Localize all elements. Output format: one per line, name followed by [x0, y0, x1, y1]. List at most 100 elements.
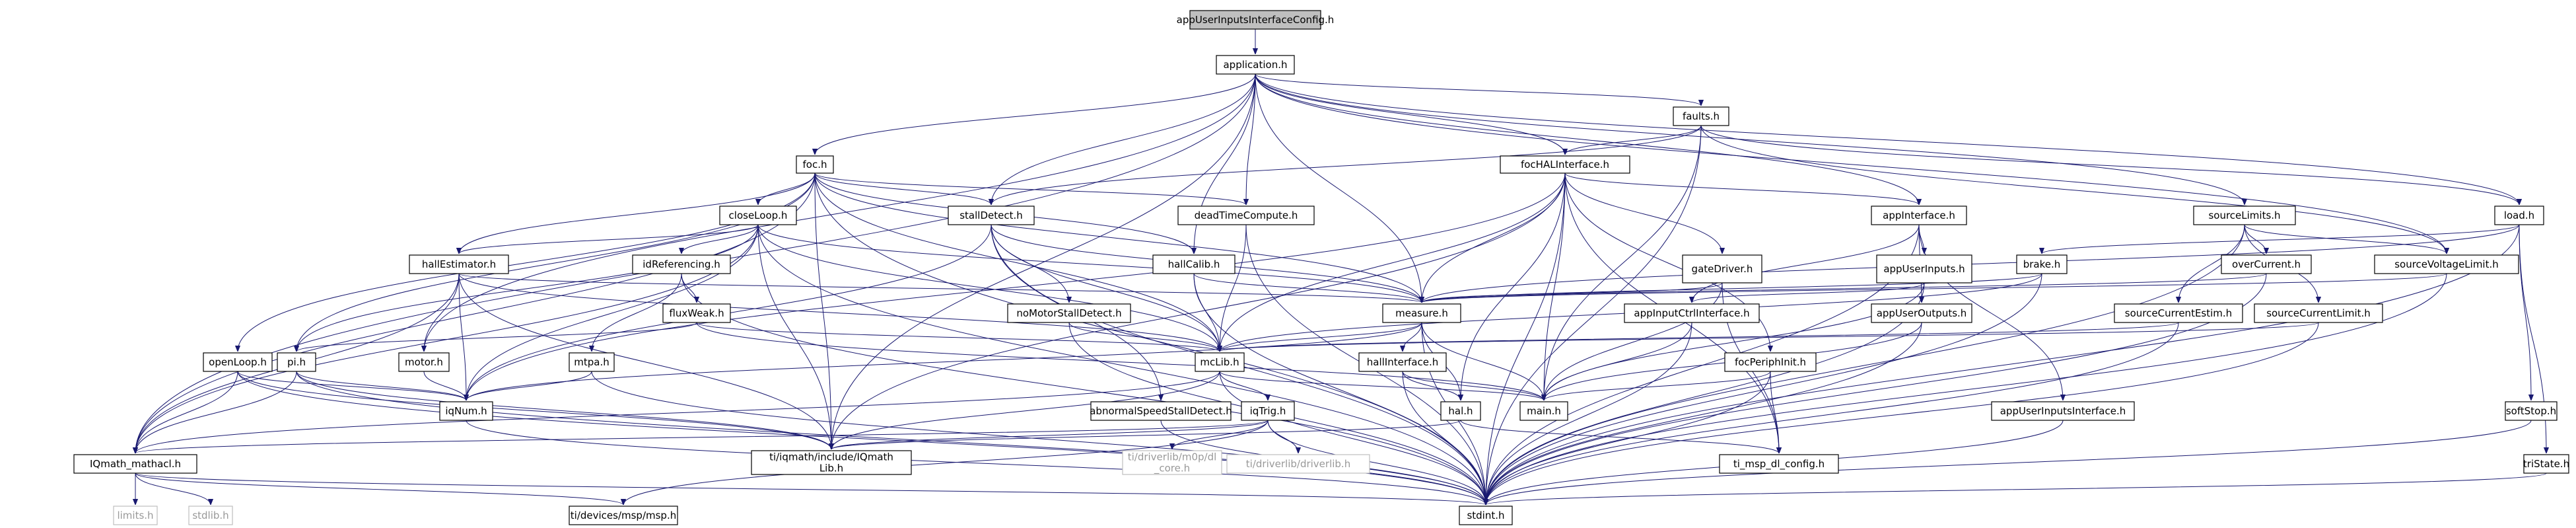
node-box-iqTrig[interactable]	[1241, 401, 1295, 421]
node-appInterface[interactable]: appInterface.h	[1871, 206, 1967, 225]
node-box-deadTime[interactable]	[1177, 206, 1315, 225]
node-stdint[interactable]: stdint.h	[1459, 506, 1513, 525]
node-root[interactable]: appUserInputsInterfaceConfig.h	[1177, 10, 1335, 30]
node-box-brake[interactable]	[2016, 254, 2068, 274]
node-sourceCurrentLimit[interactable]: sourceCurrentLimit.h	[2254, 303, 2383, 323]
node-motor[interactable]: motor.h	[398, 352, 450, 372]
node-box-sourceCurrentEstim[interactable]	[2114, 303, 2243, 323]
node-box-appInputCtrl[interactable]	[1624, 303, 1760, 323]
node-box-application[interactable]	[1216, 55, 1295, 75]
node-box-stdint[interactable]	[1459, 506, 1513, 525]
node-idRef[interactable]: idReferencing.h	[632, 254, 731, 274]
node-box-noMotorStall[interactable]	[1007, 303, 1131, 323]
node-mtpa[interactable]: mtpa.h	[569, 352, 615, 372]
node-foc[interactable]: foc.h	[796, 155, 834, 174]
node-box-closeLoop[interactable]	[719, 206, 797, 225]
node-triState[interactable]: triState.h	[2523, 454, 2569, 474]
node-box-openLoop[interactable]	[203, 352, 273, 372]
node-box-main[interactable]	[1519, 401, 1568, 421]
node-box-hallInterface[interactable]	[1358, 352, 1447, 372]
node-openLoop[interactable]: openLoop.h	[203, 352, 273, 372]
node-box-hallCalib[interactable]	[1152, 254, 1236, 274]
node-overCurrent[interactable]: overCurrent.h	[2221, 254, 2312, 274]
node-box-faults[interactable]	[1673, 106, 1729, 126]
node-box-limits[interactable]	[113, 506, 158, 525]
node-stdlib[interactable]: stdlib.h	[188, 506, 233, 525]
node-box-mcLib[interactable]	[1195, 352, 1245, 372]
node-hal[interactable]: hal.h	[1440, 401, 1481, 421]
node-faults[interactable]: faults.h	[1673, 106, 1729, 126]
node-main[interactable]: main.h	[1519, 401, 1568, 421]
node-box-driverlibMspdl[interactable]	[1122, 450, 1222, 475]
node-box-appUserInputs[interactable]	[1876, 254, 1972, 283]
node-box-mtpa[interactable]	[569, 352, 615, 372]
node-box-foc[interactable]	[796, 155, 834, 174]
node-sourceVoltageLimit[interactable]: sourceVoltageLimit.h	[2374, 254, 2519, 274]
node-iqTrig[interactable]: iqTrig.h	[1241, 401, 1295, 421]
node-appUserInputsInterface[interactable]: appUserInputsInterface.h	[1991, 401, 2135, 421]
node-box-overCurrent[interactable]	[2221, 254, 2312, 274]
node-box-stdlib[interactable]	[188, 506, 233, 525]
node-box-hallEstimator[interactable]	[409, 254, 509, 274]
node-box-pi[interactable]	[277, 352, 316, 372]
node-box-sourceCurrentLimit[interactable]	[2254, 303, 2383, 323]
node-brake[interactable]: brake.h	[2016, 254, 2068, 274]
node-hallInterface[interactable]: hallInterface.h	[1358, 352, 1447, 372]
node-hallEstimator[interactable]: hallEstimator.h	[409, 254, 509, 274]
node-box-tiDevices[interactable]	[569, 506, 678, 525]
node-IQmath[interactable]: IQmath_mathacl.h	[73, 454, 197, 474]
node-box-root[interactable]	[1189, 10, 1321, 30]
node-driverlibMspdl[interactable]: ti/driverlib/m0p/dl_core.h	[1122, 450, 1222, 475]
node-sourceLimits[interactable]: sourceLimits.h	[2193, 206, 2296, 225]
node-box-iqmathLib[interactable]	[751, 450, 912, 475]
node-pi[interactable]: pi.h	[277, 352, 316, 372]
node-focPeriph[interactable]: focPeriphInit.h	[1724, 352, 1817, 372]
node-appInputCtrl[interactable]: appInputCtrlInterface.h	[1624, 303, 1760, 323]
node-box-gateDriver[interactable]	[1682, 254, 1762, 283]
node-load[interactable]: load.h	[2494, 206, 2544, 225]
node-box-iqNum[interactable]	[439, 401, 493, 421]
node-hallCalib[interactable]: hallCalib.h	[1152, 254, 1236, 274]
node-deadTime[interactable]: deadTimeCompute.h	[1177, 206, 1315, 225]
node-box-focHAL[interactable]	[1500, 155, 1630, 174]
node-measure[interactable]: measure.h	[1382, 303, 1461, 323]
node-box-softStop[interactable]	[2505, 401, 2558, 421]
node-mcLib[interactable]: mcLib.h	[1195, 352, 1245, 372]
node-box-idRef[interactable]	[632, 254, 731, 274]
node-box-appUserOutputs[interactable]	[1871, 303, 1972, 323]
node-sourceCurrentEstim[interactable]: sourceCurrentEstim.h	[2114, 303, 2243, 323]
node-gateDriver[interactable]: gateDriver.h	[1682, 254, 1762, 283]
node-box-motor[interactable]	[398, 352, 450, 372]
node-box-load[interactable]	[2494, 206, 2544, 225]
node-appUserOutputs[interactable]: appUserOutputs.h	[1871, 303, 1972, 323]
node-box-IQmath[interactable]	[73, 454, 197, 474]
node-closeLoop[interactable]: closeLoop.h	[719, 206, 797, 225]
node-tiDevices[interactable]: ti/devices/msp/msp.h	[569, 506, 678, 525]
node-box-sourceVoltageLimit[interactable]	[2374, 254, 2519, 274]
node-box-triState[interactable]	[2523, 454, 2569, 474]
node-box-sourceLimits[interactable]	[2193, 206, 2296, 225]
node-box-fluxWeak[interactable]	[662, 303, 731, 323]
node-tiMspConfig[interactable]: ti_msp_dl_config.h	[1719, 454, 1839, 474]
node-driverlibDriverlib[interactable]: ti/driverlib/driverlib.h	[1226, 454, 1370, 474]
node-focHAL[interactable]: focHALInterface.h	[1500, 155, 1630, 174]
node-box-appInterface[interactable]	[1871, 206, 1967, 225]
node-iqNum[interactable]: iqNum.h	[439, 401, 493, 421]
node-box-focPeriph[interactable]	[1724, 352, 1817, 372]
node-box-appUserInputsInterface[interactable]	[1991, 401, 2135, 421]
node-stallDetect[interactable]: stallDetect.h	[948, 206, 1035, 225]
node-box-tiMspConfig[interactable]	[1719, 454, 1839, 474]
node-application[interactable]: application.h	[1216, 55, 1295, 75]
node-box-driverlibDriverlib[interactable]	[1226, 454, 1370, 474]
node-fluxWeak[interactable]: fluxWeak.h	[662, 303, 731, 323]
node-box-measure[interactable]	[1382, 303, 1461, 323]
node-softStop[interactable]: softStop.h	[2505, 401, 2558, 421]
node-box-abnormalSpeed[interactable]	[1090, 401, 1232, 421]
node-noMotorStall[interactable]: noMotorStallDetect.h	[1007, 303, 1131, 323]
node-abnormalSpeed[interactable]: abnormalSpeedStallDetect.h	[1090, 401, 1232, 421]
node-box-stallDetect[interactable]	[948, 206, 1035, 225]
node-appUserInputs[interactable]: appUserInputs.h	[1876, 254, 1972, 283]
node-limits[interactable]: limits.h	[113, 506, 158, 525]
node-box-hal[interactable]	[1440, 401, 1481, 421]
